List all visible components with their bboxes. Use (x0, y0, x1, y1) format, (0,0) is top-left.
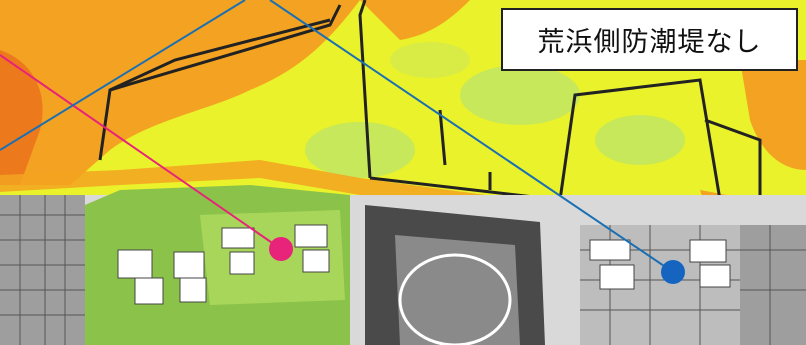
green-patch-3 (595, 115, 685, 165)
pink-marker (269, 237, 293, 261)
orange-region-right (740, 60, 806, 170)
orange-region-upper-left (0, 0, 360, 185)
left-edge-structure (0, 195, 85, 345)
scenario-label-box: 荒浜側防潮堤なし (501, 8, 798, 71)
green-patch-1 (305, 122, 415, 178)
blue-leader-line-2 (269, 0, 674, 273)
right-edge-structure (740, 225, 806, 345)
central-structure-ring (398, 253, 512, 345)
deep-orange-region-left (0, 50, 43, 185)
blue-leader-line-1 (0, 0, 246, 151)
blue-marker (661, 260, 685, 284)
green-patch-4 (390, 42, 470, 78)
buildings-left (117, 224, 330, 305)
green-patch-2 (460, 65, 580, 125)
buildings-right (589, 239, 731, 290)
orange-region-top-center (360, 0, 470, 40)
scenario-label: 荒浜側防潮堤なし (537, 27, 762, 58)
pink-leader-line (0, 54, 282, 250)
